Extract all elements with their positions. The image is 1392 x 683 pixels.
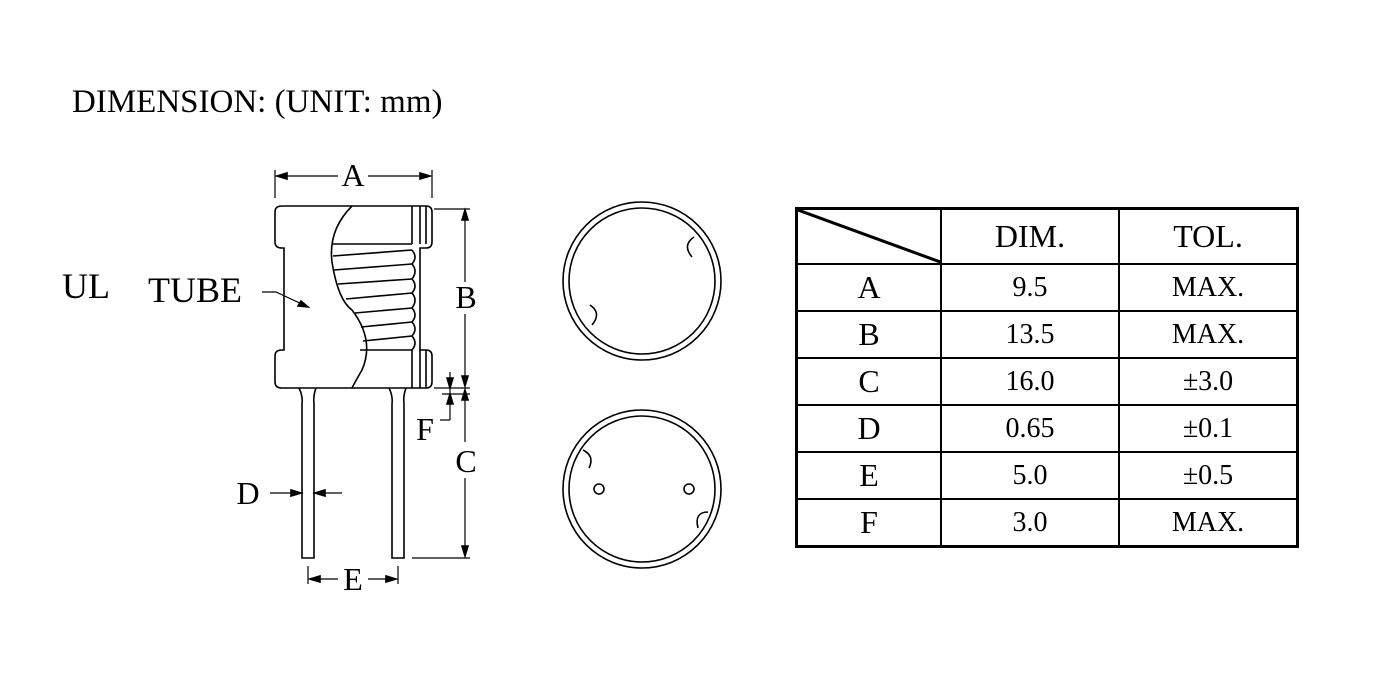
row-tol: MAX. <box>1118 310 1299 359</box>
label-F: F <box>416 411 434 447</box>
lead-right <box>388 387 407 559</box>
row-label: F <box>795 498 942 548</box>
row-tol: ±0.1 <box>1118 404 1299 453</box>
tube-cut-edge <box>330 205 368 389</box>
row-tol: MAX. <box>1118 498 1299 548</box>
row-label: A <box>795 263 942 312</box>
header-dim: DIM. <box>940 207 1120 265</box>
page-title: DIMENSION: (UNIT: mm) <box>72 84 443 120</box>
top-view <box>562 201 722 361</box>
header-tol: TOL. <box>1118 207 1299 265</box>
label-ul: UL <box>62 266 110 306</box>
label-tube: TUBE <box>148 270 242 310</box>
row-tol: ±0.5 <box>1118 451 1299 500</box>
row-dim: 16.0 <box>940 357 1120 406</box>
bottom-view <box>562 409 722 569</box>
label-C: C <box>455 443 476 479</box>
row-dim: 0.65 <box>940 404 1120 453</box>
row-label: E <box>795 451 942 500</box>
header-blank <box>795 207 942 265</box>
label-B: B <box>455 279 476 315</box>
row-label: D <box>795 404 942 453</box>
row-label: B <box>795 310 942 359</box>
label-A: A <box>341 157 364 193</box>
row-dim: 13.5 <box>940 310 1120 359</box>
lead-left <box>298 387 317 559</box>
row-tol: MAX. <box>1118 263 1299 312</box>
row-tol: ±3.0 <box>1118 357 1299 406</box>
table-header: DIM. TOL. <box>795 207 1299 265</box>
label-D: D <box>236 475 259 511</box>
inductor-body <box>274 205 433 389</box>
row-dim: 9.5 <box>940 263 1120 312</box>
row-dim: 3.0 <box>940 498 1120 548</box>
row-label: C <box>795 357 942 406</box>
label-E: E <box>343 561 363 597</box>
row-dim: 5.0 <box>940 451 1120 500</box>
coil-windings <box>332 249 416 351</box>
